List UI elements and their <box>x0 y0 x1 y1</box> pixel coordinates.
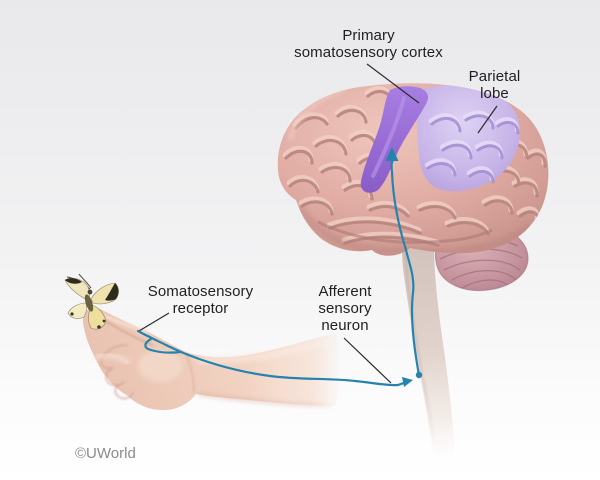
cerebrum <box>277 83 549 256</box>
lateral-sulcus <box>317 220 493 244</box>
label-line: neuron <box>321 317 369 334</box>
label-line: receptor <box>172 300 229 317</box>
parietal-lobe-region <box>416 85 521 192</box>
leader-line-somatosensory-receptor <box>138 312 170 332</box>
label-primary-somatosensory-cortex: Primary somatosensory cortex <box>268 27 469 61</box>
arrowhead-to-cortex <box>385 147 399 161</box>
leader-line-primary-cortex <box>366 63 420 104</box>
butterfly-icon <box>64 273 119 330</box>
label-line: Parietal <box>468 68 521 85</box>
label-line: Primary <box>342 27 395 44</box>
afferent-neuron-pathway <box>136 147 423 387</box>
leader-line-afferent-neuron <box>343 337 392 384</box>
label-parietal-lobe: Parietal lobe <box>454 68 535 102</box>
peripheral-axon <box>179 350 408 387</box>
ascending-pathway <box>390 157 421 377</box>
arrowhead-into-cord <box>402 377 413 387</box>
label-line: Somatosensory <box>147 283 254 300</box>
label-line: Afferent <box>318 283 372 300</box>
copyright-watermark: ©UWorld <box>75 445 136 462</box>
curled-pinky-finger <box>114 384 134 400</box>
label-line: somatosensory cortex <box>294 44 443 61</box>
spinal-cord <box>402 248 454 458</box>
leader-line-parietal-lobe <box>477 105 498 134</box>
primary-somatosensory-cortex-region <box>360 86 428 193</box>
arm-illustration <box>82 307 340 411</box>
label-line: sensory <box>318 300 372 317</box>
butterfly-left-hindwing <box>67 302 87 319</box>
receptor-branch-upper <box>136 329 183 354</box>
label-line: lobe <box>480 85 509 102</box>
label-afferent-sensory-neuron: Afferent sensory neuron <box>305 283 385 334</box>
receptor-branch-loop <box>144 337 182 354</box>
label-somatosensory-receptor: Somatosensory receptor <box>120 283 281 317</box>
